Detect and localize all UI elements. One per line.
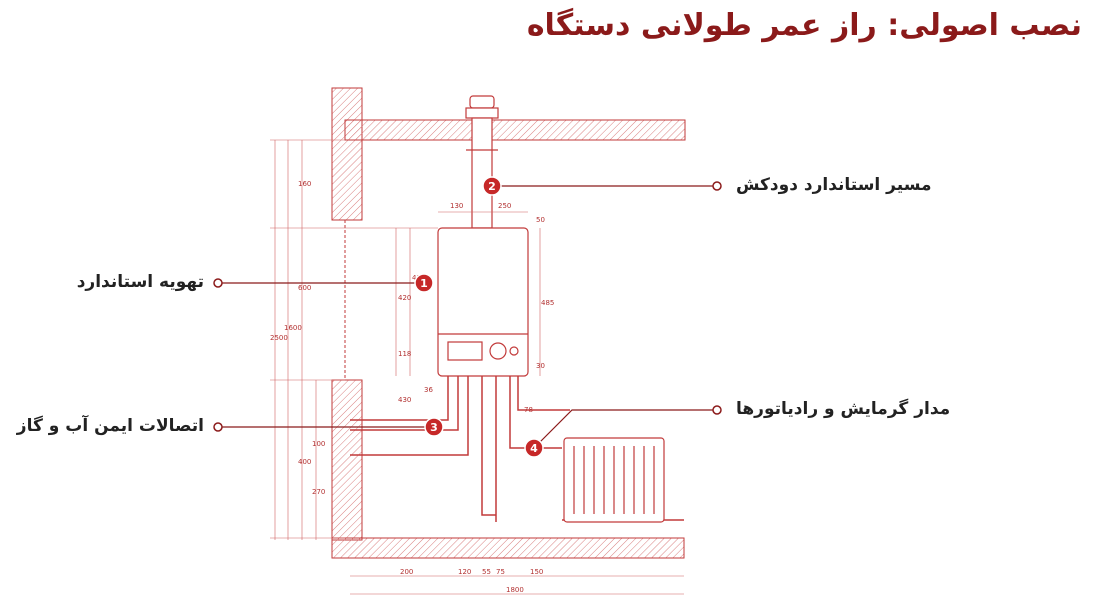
dim-78: 78 <box>524 406 533 414</box>
badge-3: 3 <box>424 417 444 437</box>
dim-75: 75 <box>496 568 505 576</box>
endpoint-4 <box>712 405 722 415</box>
dim-160: 160 <box>298 180 311 188</box>
dimension-labels: 130 250 50 30 485 420 118 410 430 36 78 … <box>270 180 554 594</box>
dim-1800: 1800 <box>506 586 524 594</box>
badges: 1 2 3 4 <box>414 176 544 458</box>
dim-55: 55 <box>482 568 491 576</box>
dim-400: 400 <box>298 458 311 466</box>
boiler <box>437 227 529 377</box>
dim-118: 118 <box>398 350 411 358</box>
endpoint-2 <box>712 181 722 191</box>
leader-endpoints <box>213 181 722 432</box>
callout-chimney: مسیر استاندارد دودکش <box>736 175 932 195</box>
callout-water-gas: اتصالات ایمن آب و گاز <box>16 416 204 436</box>
dim-150: 150 <box>530 568 543 576</box>
left-wall-lower <box>331 379 363 541</box>
endpoint-1 <box>213 278 223 288</box>
floor-slab <box>331 537 685 559</box>
leader-lines <box>222 185 713 449</box>
dim-36: 36 <box>424 386 433 394</box>
endpoint-3 <box>213 422 223 432</box>
dim-50: 50 <box>536 216 545 224</box>
ceiling-slab <box>344 119 686 141</box>
badge-4: 4 <box>524 438 544 458</box>
dim-120: 120 <box>458 568 471 576</box>
flue <box>465 95 499 229</box>
svg-text:3: 3 <box>430 421 438 434</box>
dim-430: 430 <box>398 396 411 404</box>
dim-30: 30 <box>536 362 545 370</box>
walls <box>331 87 686 559</box>
svg-text:4: 4 <box>530 442 538 455</box>
dim-600: 600 <box>298 284 311 292</box>
dim-250: 250 <box>498 202 511 210</box>
badge-1: 1 <box>414 273 434 293</box>
pipes <box>350 376 684 522</box>
dim-130: 130 <box>450 202 463 210</box>
badge-2: 2 <box>482 176 502 196</box>
svg-text:1: 1 <box>420 277 428 290</box>
dim-2500: 2500 <box>270 334 288 342</box>
left-wall-upper <box>331 87 363 221</box>
callout-heating-circuit: مدار گرمایش و رادیاتورها <box>736 399 951 419</box>
dim-485: 485 <box>541 299 554 307</box>
dim-100: 100 <box>312 440 325 448</box>
radiator <box>563 437 665 523</box>
dimension-lines <box>270 139 684 595</box>
dim-420: 420 <box>398 294 411 302</box>
dim-270: 270 <box>312 488 325 496</box>
dim-200: 200 <box>400 568 413 576</box>
svg-text:2: 2 <box>488 180 496 193</box>
page-title: نصب اصولی: راز عمر طولانی دستگاه <box>526 8 1082 43</box>
dim-1600: 1600 <box>284 324 302 332</box>
callout-ventilation: تهویه استاندارد <box>76 272 204 292</box>
